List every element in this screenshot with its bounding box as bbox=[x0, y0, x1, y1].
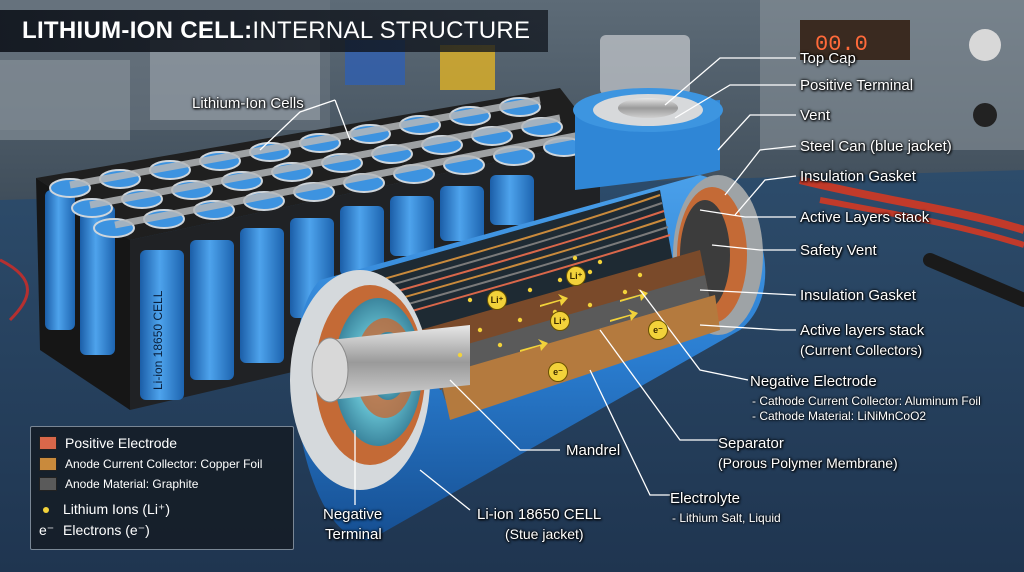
battery-pack: Li-ion 18650 CELL bbox=[36, 88, 600, 410]
lithium-ion-badge: Li⁺ bbox=[550, 311, 570, 331]
legend-item-positive-electrode: Positive Electrode bbox=[39, 435, 177, 451]
legend-label: Anode Material: Graphite bbox=[65, 477, 199, 491]
label-positive-terminal: Positive Terminal bbox=[800, 77, 914, 94]
label-electrolyte-sub: - Lithium Salt, Liquid bbox=[672, 511, 781, 525]
electron-badge: e⁻ bbox=[648, 320, 668, 340]
label-insulation-gasket-2: Insulation Gasket bbox=[800, 287, 916, 304]
legend-item-anode-material: Anode Material: Graphite bbox=[39, 477, 198, 491]
lithium-ion-badge: Li⁺ bbox=[487, 290, 507, 310]
leader-lines bbox=[259, 57, 797, 511]
svg-text:00.0: 00.0 bbox=[815, 32, 868, 57]
ion-dot-icon bbox=[43, 506, 49, 513]
label-vent: Vent bbox=[800, 107, 831, 124]
electron-symbol: e⁻ bbox=[39, 522, 55, 538]
cell-print-text: Li-ion 18650 CELL bbox=[151, 290, 165, 390]
legend-swatch-anode-material bbox=[39, 477, 57, 491]
label-current-collectors: (Current Collectors) bbox=[800, 342, 923, 358]
legend-label: Anode Current Collector: Copper Foil bbox=[65, 457, 263, 471]
label-insulation-gasket-1: Insulation Gasket bbox=[800, 168, 916, 185]
label-active-layers-stack-1: Active Layers stack bbox=[800, 209, 930, 226]
title-rest: INTERNAL STRUCTURE bbox=[252, 17, 531, 44]
legend-item-electrons: e⁻ Electrons (e⁻) bbox=[39, 522, 150, 539]
label-separator-sub: (Porous Polymer Membrane) bbox=[718, 455, 898, 471]
label-lithium-ion-cells: Lithium-Ion Cells bbox=[192, 95, 304, 112]
legend-swatch-positive-electrode bbox=[39, 436, 57, 450]
label-cell-name-sub: (Stue jacket) bbox=[505, 526, 584, 542]
label-steel-can: Steel Can (blue jacket) bbox=[800, 138, 952, 155]
label-top-cap: Top Cap bbox=[800, 50, 856, 67]
legend-label: Electrons (e⁻) bbox=[63, 522, 150, 538]
label-negative-electrode: Negative Electrode bbox=[750, 373, 877, 390]
legend: Positive Electrode Anode Current Collect… bbox=[30, 426, 294, 550]
page-title: LITHIUM-ION CELL: INTERNAL STRUCTURE bbox=[0, 10, 549, 52]
label-negative-terminal-line1: Negative bbox=[323, 506, 383, 523]
lithium-ion-badge: Li⁺ bbox=[566, 266, 586, 286]
title-bold: LITHIUM-ION CELL: bbox=[22, 17, 253, 44]
label-electrolyte: Electrolyte bbox=[670, 490, 741, 507]
electron-badge: e⁻ bbox=[548, 362, 568, 382]
label-cell-name: Li-ion 18650 CELL bbox=[477, 506, 602, 523]
legend-label: Lithium Ions (Li⁺) bbox=[63, 501, 170, 517]
legend-swatch-anode-collector bbox=[39, 457, 57, 471]
cutaway-cell bbox=[290, 88, 766, 541]
label-separator: Separator bbox=[718, 435, 784, 452]
label-cathode-material: - Cathode Material: LiNiMnCoO2 bbox=[752, 409, 927, 423]
legend-item-anode-collector: Anode Current Collector: Copper Foil bbox=[39, 457, 262, 471]
label-cathode-collector: - Cathode Current Collector: Aluminum Fo… bbox=[752, 394, 981, 408]
label-negative-terminal-line2: Terminal bbox=[325, 526, 382, 543]
label-mandrel: Mandrel bbox=[566, 442, 621, 459]
label-active-layers-stack-2: Active layers stack bbox=[800, 322, 925, 339]
legend-item-lithium-ions: Lithium Ions (Li⁺) bbox=[39, 501, 170, 518]
label-safety-vent: Safety Vent bbox=[800, 242, 877, 259]
legend-label: Positive Electrode bbox=[65, 435, 178, 451]
